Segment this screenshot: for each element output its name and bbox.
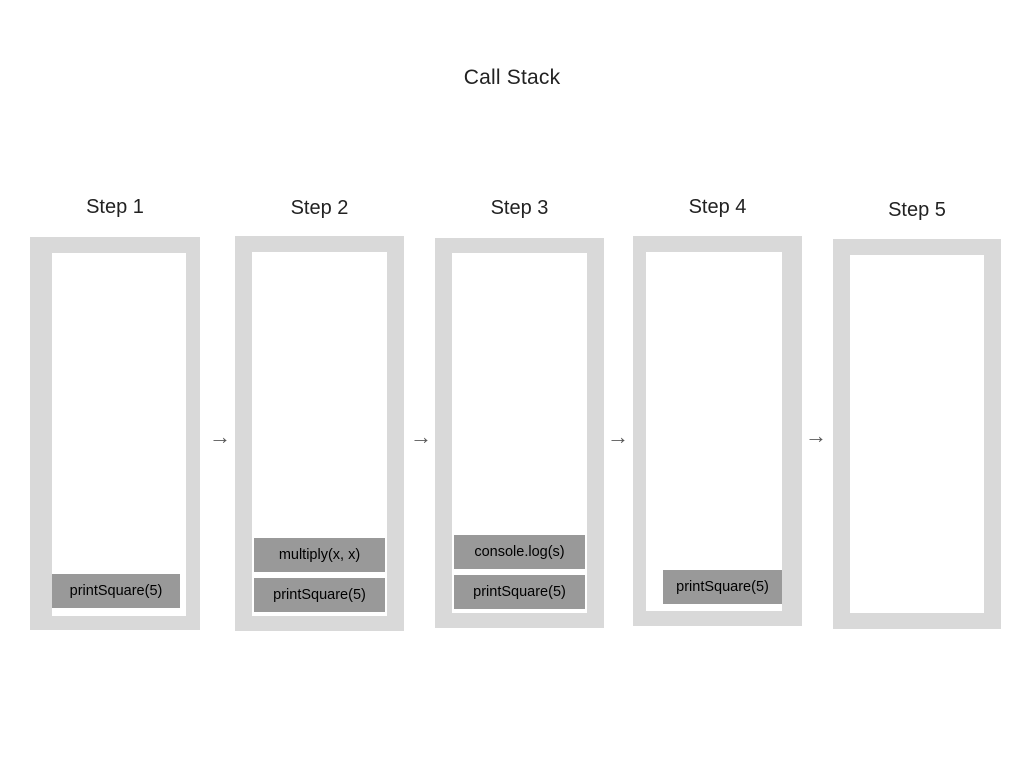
call-stack-panel-4: printSquare(5) (633, 236, 802, 626)
step-column-1: Step 1 printSquare(5) (30, 0, 200, 768)
stack-frame[interactable]: printSquare(5) (52, 574, 180, 608)
stack-frame[interactable]: printSquare(5) (663, 570, 782, 604)
flow-arrow-4-to-5: → (805, 423, 827, 448)
step-column-5: Step 5 (833, 0, 1001, 768)
call-stack-interior-4: printSquare(5) (646, 252, 782, 611)
step-column-2: Step 2 multiply(x, x) printSquare(5) (235, 0, 404, 768)
call-stack-interior-5 (850, 255, 984, 613)
step-label-1: Step 1 (86, 196, 144, 218)
stack-frame[interactable]: multiply(x, x) (254, 538, 385, 572)
step-label-5: Step 5 (888, 199, 946, 221)
flow-arrow-2-to-3: → (410, 424, 432, 449)
call-stack-panel-1: printSquare(5) (30, 237, 200, 630)
call-stack-panel-5 (833, 239, 1001, 629)
page-title: Call Stack (463, 66, 561, 89)
stack-frame[interactable]: console.log(s) (454, 535, 585, 569)
call-stack-interior-3: console.log(s) printSquare(5) (452, 253, 587, 613)
stack-frame[interactable]: printSquare(5) (254, 578, 385, 612)
step-column-3: Step 3 console.log(s) printSquare(5) (435, 0, 604, 768)
flow-arrow-3-to-4: → (607, 424, 629, 449)
stack-frame[interactable]: printSquare(5) (454, 575, 585, 609)
call-stack-panel-3: console.log(s) printSquare(5) (435, 238, 604, 628)
call-stack-interior-1: printSquare(5) (52, 253, 186, 616)
call-stack-panel-2: multiply(x, x) printSquare(5) (235, 236, 404, 631)
step-column-4: Step 4 printSquare(5) (633, 0, 802, 768)
call-stack-interior-2: multiply(x, x) printSquare(5) (252, 252, 387, 616)
step-label-2: Step 2 (290, 197, 349, 219)
flow-arrow-1-to-2: → (209, 424, 231, 449)
step-label-3: Step 3 (490, 197, 549, 219)
step-label-4: Step 4 (688, 196, 747, 218)
